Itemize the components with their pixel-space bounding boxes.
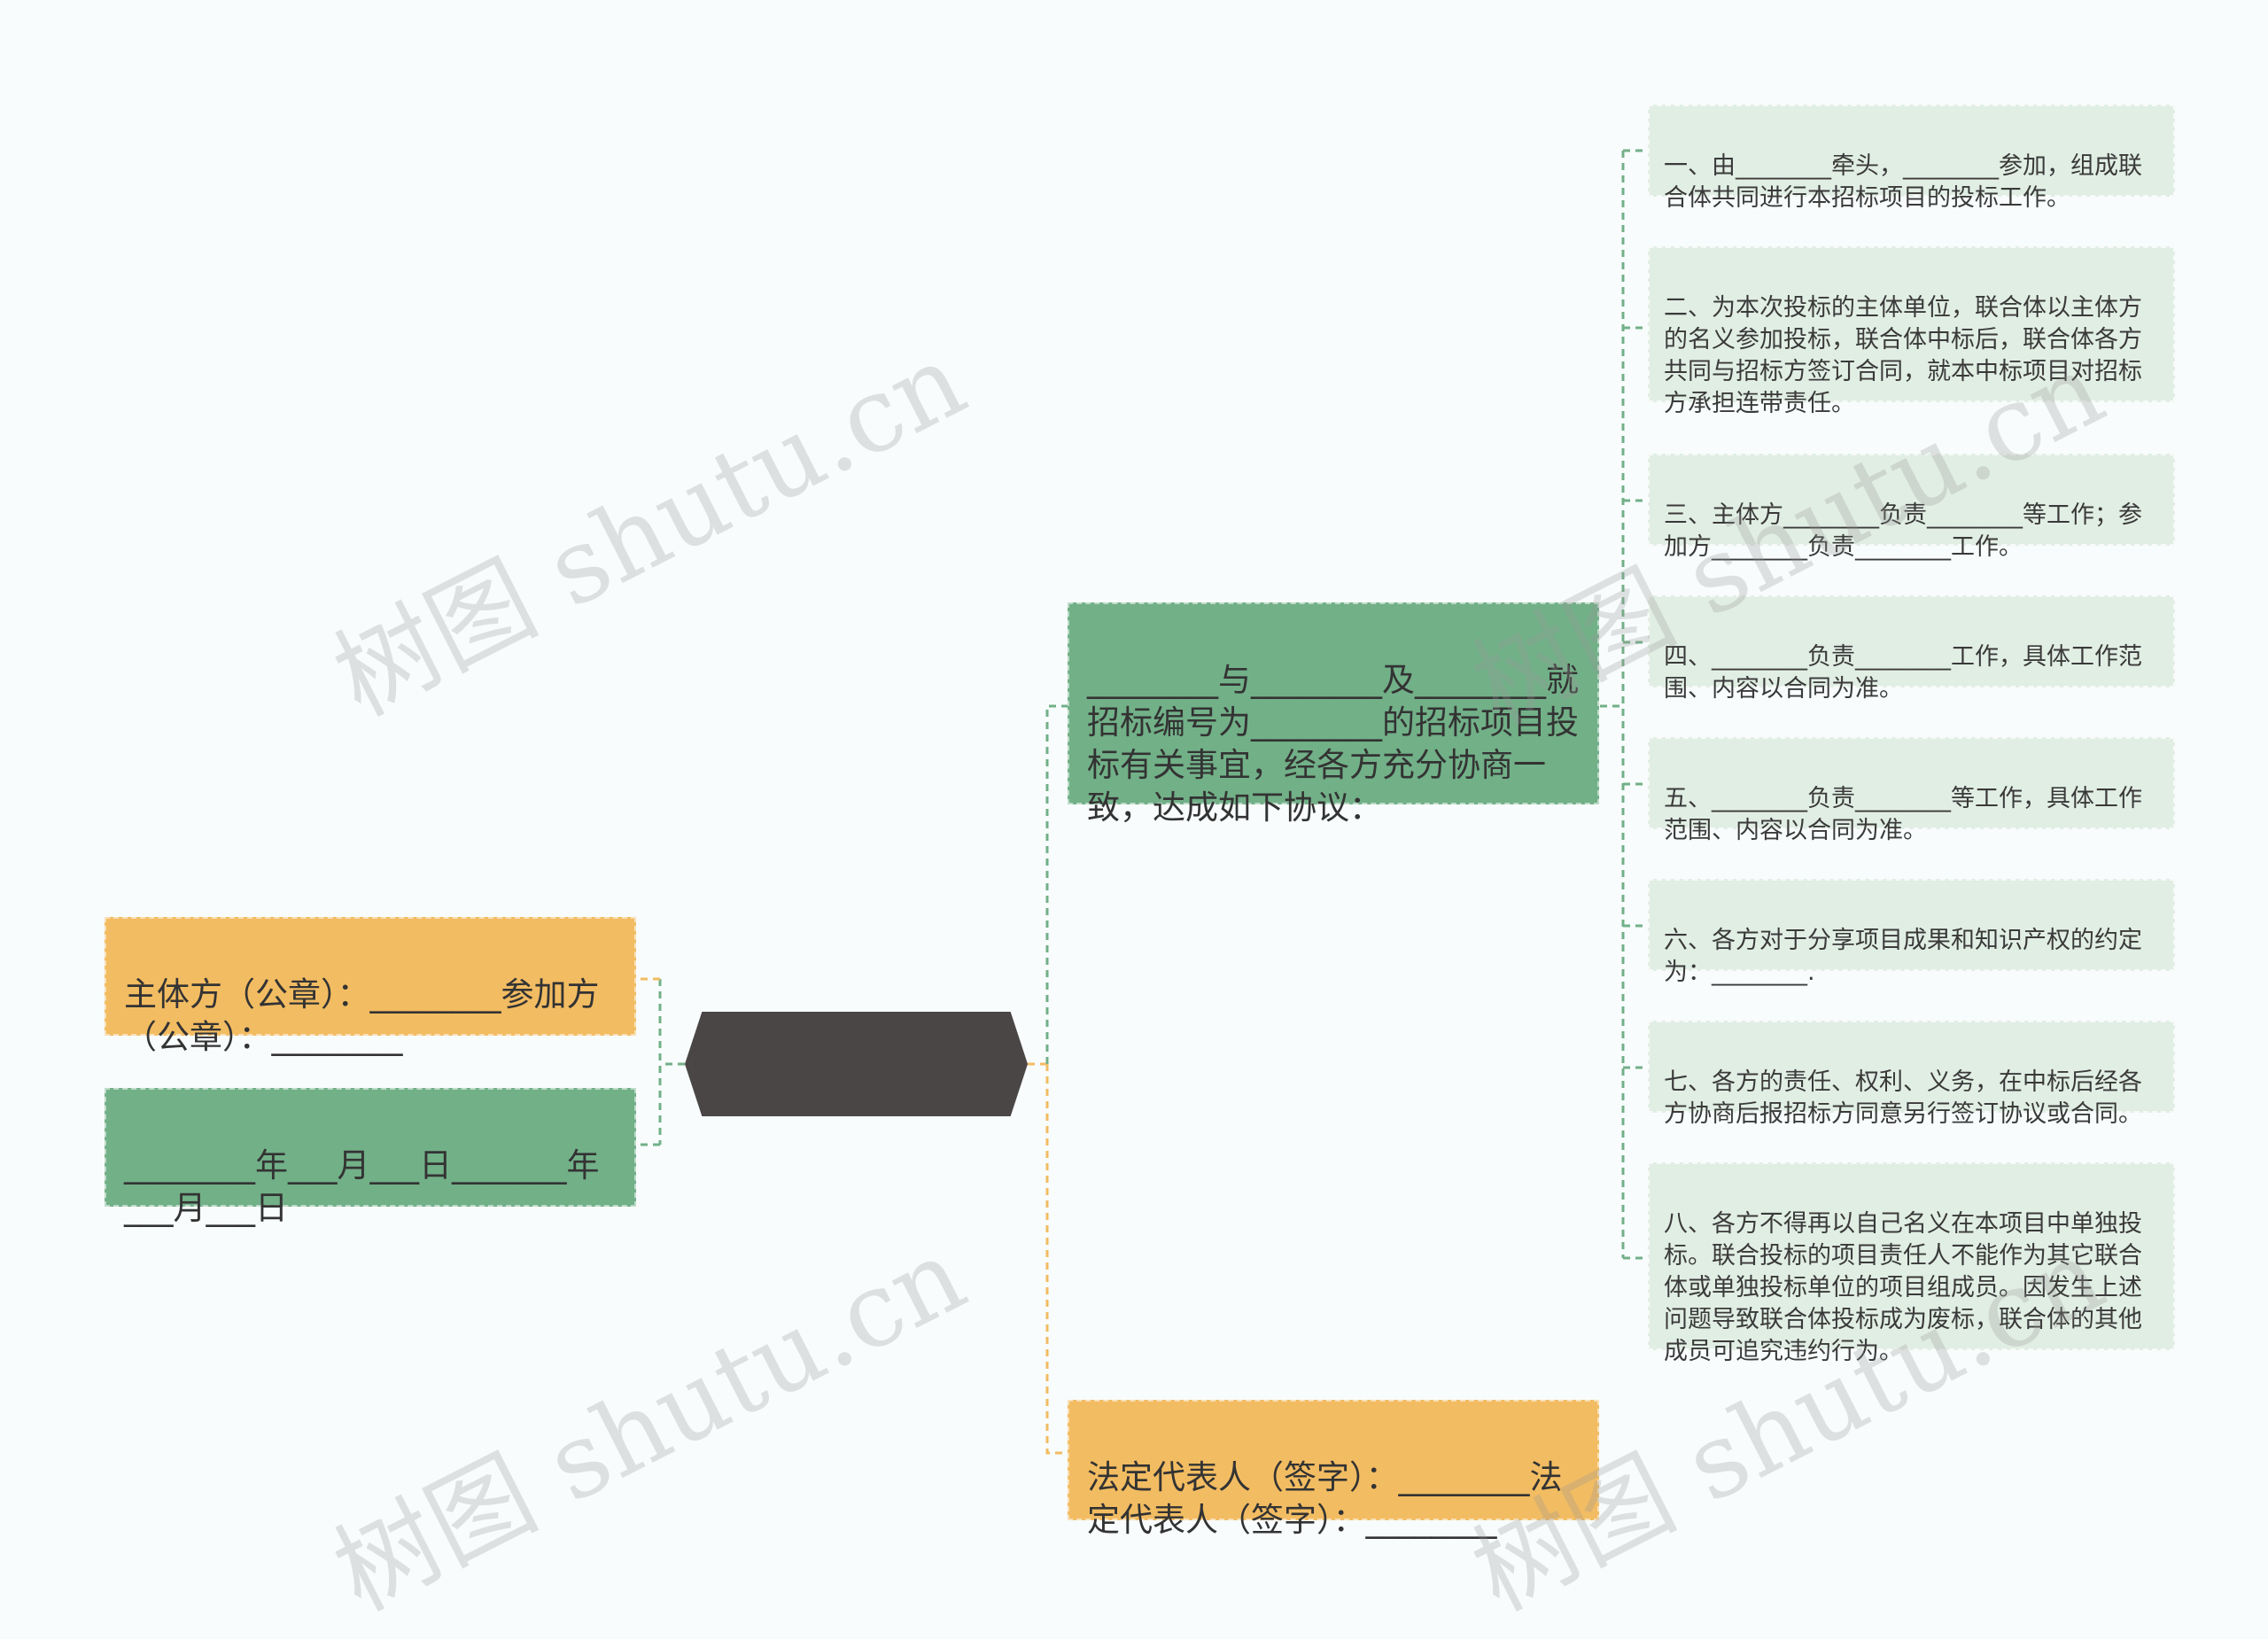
clause-text: 七、各方的责任、权利、义务，在中标后经各方协商后报招标方同意另行签订协议或合同。 — [1664, 1068, 2142, 1128]
right-node-signature[interactable]: 法定代表人（签字）：________法定代表人（签字）：________ — [1068, 1400, 1599, 1539]
left-node-text: 主体方（公章）：________参加方（公章）：________ — [124, 975, 600, 1056]
clause-text: 四、________负责________工作，具体工作范围、内容以合同为准。 — [1664, 643, 2142, 703]
clause-text: 八、各方不得再以自己名义在本项目中单独投标。联合投标的项目责任人不能作为其它联合… — [1664, 1210, 2142, 1365]
clause-item-4[interactable]: 四、________负责________工作，具体工作范围、内容以合同为准。 — [1648, 595, 2175, 703]
clause-item-1[interactable]: 一、由________牵头，________参加，组成联合体共同进行本招标项目的… — [1648, 105, 2175, 212]
left-node-dates[interactable]: ________年___月___日_______年___月___日 — [105, 1088, 636, 1227]
clause-text: 五、________负责________等工作，具体工作范围、内容以合同为准。 — [1664, 785, 2142, 844]
clause-text: 二、为本次投标的主体单位，联合体以主体方的名义参加投标，联合体中标后，联合体各方… — [1664, 294, 2142, 417]
left-node-parties-seal[interactable]: 主体方（公章）：________参加方（公章）：________ — [105, 917, 636, 1056]
root-topic[interactable]: 联合投标协议书 — [685, 1012, 1028, 1116]
clause-item-6[interactable]: 六、各方对于分享项目成果和知识产权的约定为：________. — [1648, 879, 2175, 986]
clause-item-8[interactable]: 八、各方不得再以自己名义在本项目中单独投标。联合投标的项目责任人不能作为其它联合… — [1648, 1162, 2175, 1365]
signature-text: 法定代表人（签字）：________法定代表人（签字）：________ — [1087, 1458, 1563, 1539]
clause-text: 三、主体方________负责________等工作；参加方________负责… — [1664, 501, 2142, 561]
clause-item-2[interactable]: 二、为本次投标的主体单位，联合体以主体方的名义参加投标，联合体中标后，联合体各方… — [1648, 246, 2175, 417]
clause-text: 六、各方对于分享项目成果和知识产权的约定为：________. — [1664, 927, 2142, 986]
right-node-intro[interactable]: ________与________及________就招标编号为________… — [1068, 602, 1599, 827]
clause-text: 一、由________牵头，________参加，组成联合体共同进行本招标项目的… — [1664, 152, 2142, 212]
intro-text: ________与________及________就招标编号为________… — [1087, 661, 1579, 827]
clause-item-5[interactable]: 五、________负责________等工作，具体工作范围、内容以合同为准。 — [1648, 737, 2175, 844]
clause-item-7[interactable]: 七、各方的责任、权利、义务，在中标后经各方协商后报招标方同意另行签订协议或合同。 — [1648, 1021, 2175, 1128]
clause-item-3[interactable]: 三、主体方________负责________等工作；参加方________负责… — [1648, 454, 2175, 561]
left-node-text: ________年___月___日_______年___月___日 — [124, 1146, 600, 1227]
